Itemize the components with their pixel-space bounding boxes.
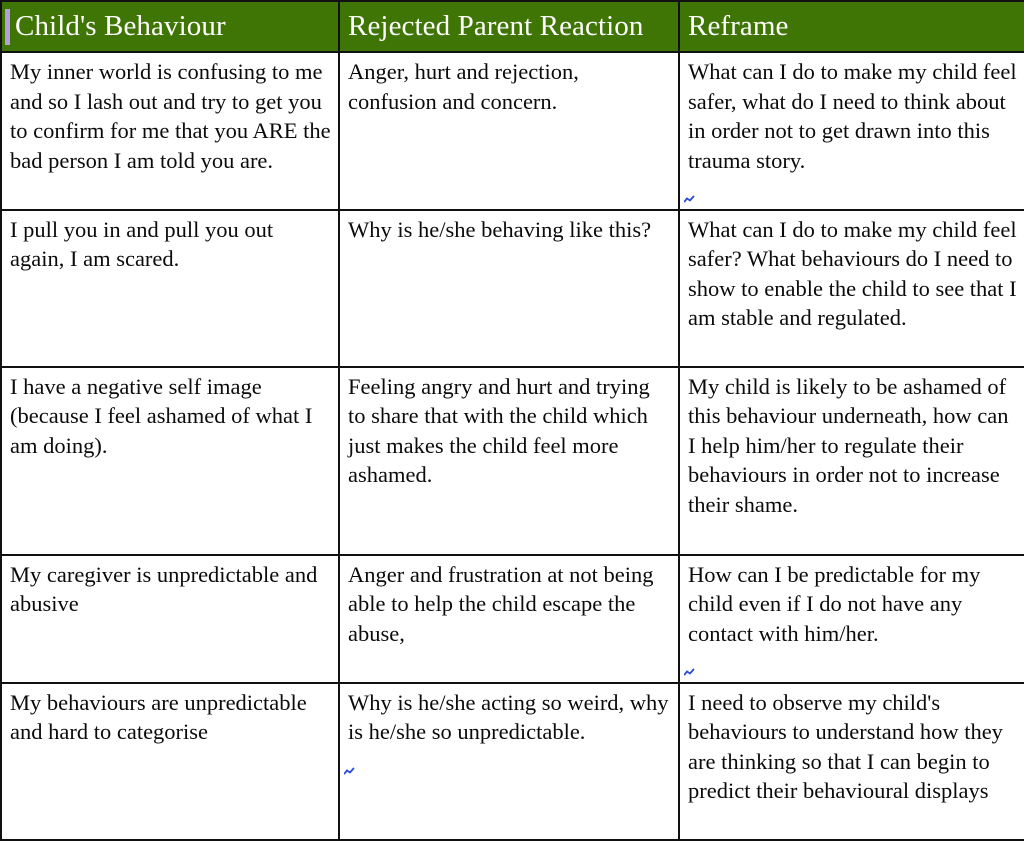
column-header-label: Reframe — [688, 10, 789, 42]
column-header-childs-behaviour: Child's Behaviour — [0, 0, 340, 53]
cell-reaction: Why is he/she behaving like this? — [338, 208, 680, 368]
cell-text: My child is likely to be ashamed of this… — [688, 373, 1009, 517]
cell-text: Feeling angry and hurt and trying to sha… — [348, 373, 650, 488]
cell-reaction: Feeling angry and hurt and trying to sha… — [338, 365, 680, 556]
table-row: My caregiver is unpredictable and abusiv… — [0, 553, 1024, 684]
cell-reframe: What can I do to make my child feel safe… — [678, 51, 1024, 211]
column-header-label: Rejected Parent Reaction — [348, 10, 644, 42]
cell-text: Anger and frustration at not being able … — [348, 561, 654, 646]
cell-text: Anger, hurt and rejection, confusion and… — [348, 59, 579, 114]
cell-text: I pull you in and pull you out again, I … — [10, 216, 274, 272]
cell-behaviour: My caregiver is unpredictable and abusiv… — [0, 553, 340, 684]
spellcheck-squiggle-icon — [344, 766, 357, 775]
cell-reframe: What can I do to make my child feel safe… — [678, 208, 1024, 368]
cell-behaviour: My behaviours are unpredictable and hard… — [0, 681, 340, 841]
cell-text: My inner world is confusing to me and so… — [10, 59, 331, 173]
cell-reaction: Anger and frustration at not being able … — [338, 553, 680, 684]
cell-text: I need to observe my child's behaviours … — [688, 689, 1003, 804]
header-row: Child's Behaviour Rejected Parent Reacti… — [0, 0, 1024, 53]
cell-text: How can I be predictable for my child ev… — [688, 561, 981, 646]
column-header-reframe: Reframe — [678, 0, 1024, 53]
cell-reaction: Anger, hurt and rejection, confusion and… — [338, 51, 680, 211]
cell-text: My caregiver is unpredictable and abusiv… — [10, 561, 318, 617]
table-row: I pull you in and pull you out again, I … — [0, 208, 1024, 368]
cell-behaviour: I pull you in and pull you out again, I … — [0, 208, 340, 368]
cell-reframe: How can I be predictable for my child ev… — [678, 553, 1024, 684]
cell-text: I have a negative self image (because I … — [10, 373, 313, 458]
table-header: Child's Behaviour Rejected Parent Reacti… — [0, 0, 1024, 53]
table-row: My behaviours are unpredictable and hard… — [0, 681, 1024, 841]
cell-text: What can I do to make my child feel safe… — [688, 59, 1017, 173]
table-row: My inner world is confusing to me and so… — [0, 51, 1024, 211]
cell-text: What can I do to make my child feel safe… — [688, 216, 1017, 331]
column-header-label: Child's Behaviour — [15, 10, 226, 42]
text-caret — [5, 9, 10, 45]
cell-reaction: Why is he/she acting so weird, why is he… — [338, 681, 680, 841]
spellcheck-squiggle-icon — [684, 194, 697, 203]
table-body: My inner world is confusing to me and so… — [0, 51, 1024, 841]
column-header-rejected-parent-reaction: Rejected Parent Reaction — [338, 0, 680, 53]
table-row: I have a negative self image (because I … — [0, 365, 1024, 556]
cell-behaviour: My inner world is confusing to me and so… — [0, 51, 340, 211]
cell-reframe: I need to observe my child's behaviours … — [678, 681, 1024, 841]
cell-behaviour: I have a negative self image (because I … — [0, 365, 340, 556]
spellcheck-squiggle-icon — [684, 667, 697, 676]
cell-reframe: My child is likely to be ashamed of this… — [678, 365, 1024, 556]
cell-text: My behaviours are unpredictable and hard… — [10, 689, 307, 745]
cell-text: Why is he/she behaving like this? — [348, 216, 652, 242]
cell-text: Why is he/she acting so weird, why is he… — [348, 689, 669, 745]
